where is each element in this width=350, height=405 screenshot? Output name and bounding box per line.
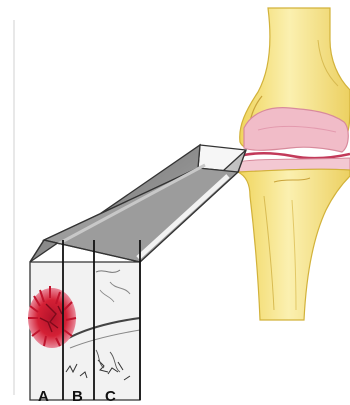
joint-line	[232, 153, 350, 158]
zone-label-a: A	[38, 389, 49, 405]
tibia-bone	[238, 169, 350, 320]
zone-label-c: C	[105, 389, 116, 405]
zone-label-b: B	[72, 389, 83, 405]
